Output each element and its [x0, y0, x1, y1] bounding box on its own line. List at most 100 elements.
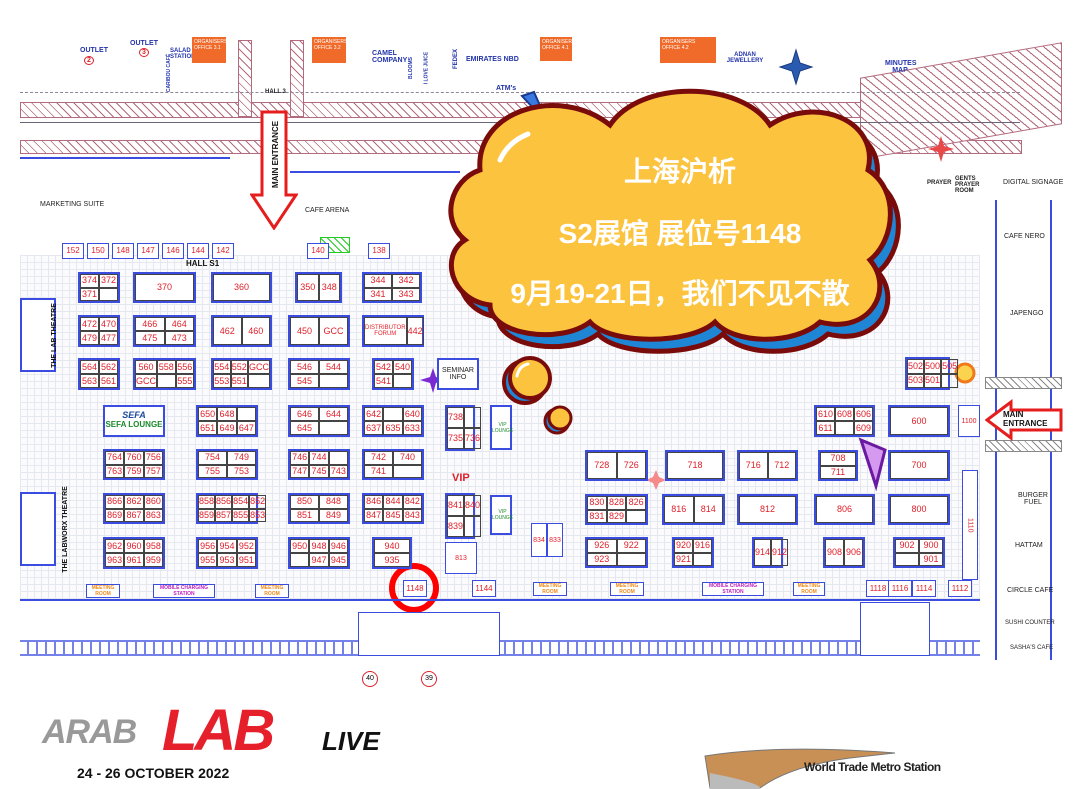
booth[interactable]: 741: [364, 464, 393, 478]
booth[interactable]: 945: [328, 553, 348, 567]
booth[interactable]: 735: [447, 428, 465, 449]
booth[interactable]: 1112: [948, 580, 972, 597]
vip-lounge-2[interactable]: VIP LOUNGE: [490, 495, 513, 535]
booth[interactable]: 926: [587, 539, 617, 553]
booth[interactable]: 606: [854, 407, 873, 421]
booth[interactable]: 746: [290, 451, 310, 465]
booth[interactable]: 747: [290, 464, 310, 478]
booth[interactable]: 863: [143, 508, 163, 522]
booth[interactable]: 814: [693, 496, 723, 523]
booth[interactable]: 813: [445, 542, 477, 574]
booth[interactable]: 753: [227, 464, 256, 478]
booth[interactable]: [328, 451, 348, 465]
booth[interactable]: 1116: [888, 580, 912, 597]
booth[interactable]: 341: [364, 287, 392, 301]
booth[interactable]: 450: [290, 317, 319, 345]
booth[interactable]: 541: [374, 374, 393, 388]
booth[interactable]: 540: [393, 360, 412, 374]
booth[interactable]: 866: [105, 495, 125, 509]
booth[interactable]: 962: [105, 539, 125, 553]
booth[interactable]: 545: [290, 374, 319, 388]
booth[interactable]: 963: [105, 553, 125, 567]
booth[interactable]: 635: [383, 421, 403, 435]
booth[interactable]: GCC: [135, 374, 157, 388]
booth-block[interactable]: 812: [737, 494, 798, 525]
booth[interactable]: 360: [213, 274, 270, 301]
booth[interactable]: 152: [62, 243, 84, 259]
booth[interactable]: 644: [319, 407, 348, 421]
vip-lounge-1[interactable]: VIP LOUNGE: [490, 405, 513, 450]
booth[interactable]: 854: [232, 495, 250, 509]
booth[interactable]: 829: [606, 509, 627, 523]
booth[interactable]: 344: [364, 274, 392, 288]
booth[interactable]: [319, 374, 348, 388]
booth[interactable]: 150: [87, 243, 109, 259]
booth[interactable]: 1114: [912, 580, 936, 597]
booth[interactable]: 800: [890, 496, 948, 523]
booth[interactable]: 479: [80, 331, 99, 345]
booth[interactable]: 755: [198, 464, 227, 478]
booth[interactable]: 853: [249, 508, 267, 522]
booth[interactable]: 371: [80, 287, 99, 301]
booth[interactable]: 558: [157, 360, 176, 374]
booth[interactable]: 754: [198, 451, 227, 465]
booth[interactable]: 742: [364, 451, 393, 465]
booth[interactable]: [941, 373, 959, 388]
booth[interactable]: 1118: [866, 580, 890, 597]
booth[interactable]: 148: [112, 243, 134, 259]
meeting-room[interactable]: MEETING ROOM: [533, 582, 567, 596]
booth[interactable]: 473: [164, 331, 194, 345]
booth[interactable]: 834: [531, 523, 547, 557]
booth[interactable]: [693, 552, 712, 566]
booth[interactable]: 546: [290, 360, 319, 374]
booth[interactable]: 921: [674, 552, 693, 566]
booth[interactable]: [393, 374, 412, 388]
booth[interactable]: 831: [587, 509, 607, 523]
booth[interactable]: 651: [198, 421, 218, 435]
booth[interactable]: 843: [402, 508, 422, 522]
booth[interactable]: [99, 287, 118, 301]
booth[interactable]: 950: [290, 539, 310, 553]
booth[interactable]: 830: [587, 496, 607, 510]
booth[interactable]: 806: [816, 496, 873, 523]
booth[interactable]: 140: [307, 243, 329, 259]
sefa-lounge[interactable]: SEFA SEFA LOUNGE: [103, 405, 165, 437]
booth[interactable]: 350: [297, 274, 319, 301]
booth-block[interactable]: 700: [888, 450, 950, 481]
labworx-theatre[interactable]: THE LABWORX THEATRE: [20, 486, 69, 572]
booth[interactable]: 475: [135, 331, 165, 345]
booth[interactable]: 852: [249, 495, 267, 509]
meeting-room[interactable]: MEETING ROOM: [86, 584, 120, 598]
booth[interactable]: 718: [667, 452, 723, 479]
booth[interactable]: [895, 552, 919, 566]
booth[interactable]: 740: [393, 451, 422, 465]
booth[interactable]: 946: [328, 539, 348, 553]
booth[interactable]: 956: [198, 539, 218, 553]
booth[interactable]: 849: [319, 508, 348, 522]
booth[interactable]: 608: [835, 407, 854, 421]
booth[interactable]: 816: [664, 496, 694, 523]
booth[interactable]: 844: [383, 495, 403, 509]
booth[interactable]: 900: [919, 539, 943, 553]
booth[interactable]: 961: [124, 553, 144, 567]
booth[interactable]: 642: [364, 407, 384, 421]
booth[interactable]: 756: [143, 451, 163, 465]
booth[interactable]: [290, 553, 310, 567]
booth[interactable]: 553: [213, 374, 231, 388]
booth[interactable]: 374: [80, 274, 99, 288]
booth[interactable]: 1110: [962, 470, 978, 580]
